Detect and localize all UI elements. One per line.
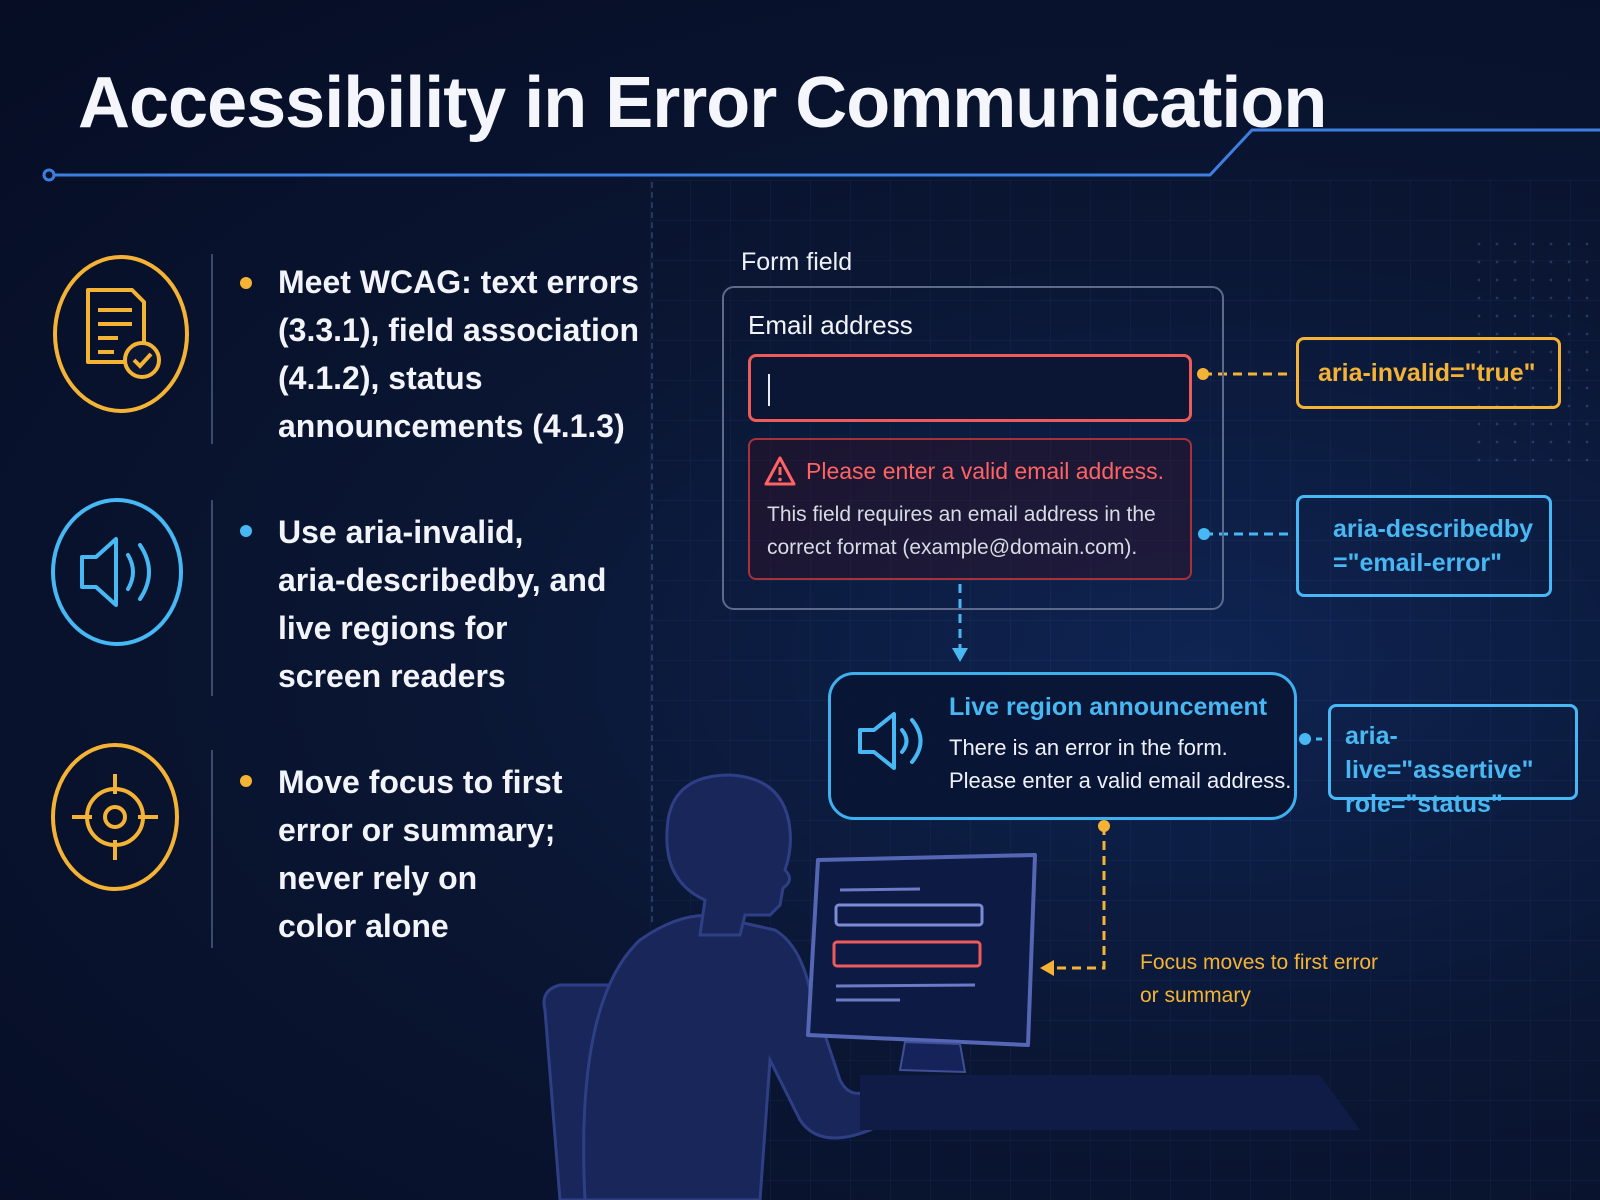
bullet-dot bbox=[240, 775, 252, 787]
error-title: Please enter a valid email address. bbox=[806, 458, 1164, 484]
bullet-dot bbox=[240, 277, 252, 289]
live-region-text: There is an error in the form. Please en… bbox=[949, 735, 1292, 793]
desk bbox=[860, 1075, 1360, 1130]
form-field-caption: Form field bbox=[741, 248, 853, 276]
bullet-divider bbox=[211, 254, 213, 444]
live-region-title: Live region announcement bbox=[949, 693, 1268, 721]
bullet-divider bbox=[211, 750, 213, 948]
section-divider bbox=[651, 182, 653, 922]
background-dots bbox=[1470, 235, 1590, 465]
title-underline bbox=[42, 128, 1600, 182]
crosshair-icon bbox=[50, 742, 180, 892]
monitor bbox=[806, 853, 1037, 1074]
speaker-icon bbox=[50, 497, 184, 647]
bullet-text-aria: Use aria-invalid, aria-describedby, and … bbox=[278, 514, 607, 694]
text-caret bbox=[768, 374, 770, 406]
page-title: Accessibility in Error Communication bbox=[78, 63, 1327, 143]
aria-invalid-tag: aria-invalid="true" bbox=[1296, 337, 1561, 409]
bullet-dot bbox=[240, 525, 252, 537]
email-field-label: Email address bbox=[748, 310, 913, 340]
aria-live-tag: aria-live="assertive" role="status" bbox=[1328, 704, 1578, 818]
aria-describedby-tag: aria-describedby ="email-error" bbox=[1296, 495, 1552, 597]
warning-icon bbox=[764, 456, 796, 486]
bullet-text-wcag: Meet WCAG: text errors (3.3.1), field as… bbox=[278, 264, 639, 444]
document-check-icon bbox=[52, 254, 190, 414]
error-description: This field requires an email address in … bbox=[767, 503, 1156, 559]
error-message-box bbox=[748, 438, 1192, 580]
speaker-icon bbox=[858, 712, 923, 770]
email-input[interactable] bbox=[748, 354, 1192, 422]
bullet-divider bbox=[211, 500, 213, 696]
form-field-box bbox=[722, 286, 1224, 610]
focus-note: Focus moves to first error or summary bbox=[1140, 951, 1379, 1007]
bullet-text-focus: Move focus to first error or summary; ne… bbox=[278, 764, 563, 944]
person-silhouette bbox=[542, 773, 918, 1200]
